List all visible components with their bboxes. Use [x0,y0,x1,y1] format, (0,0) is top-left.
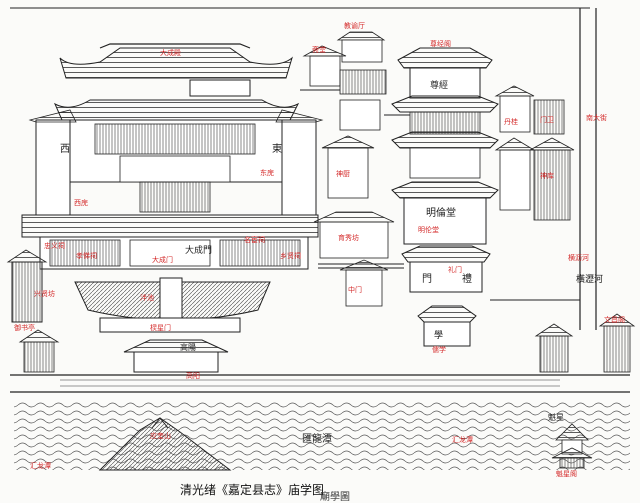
map-frame [10,7,630,393]
wenchang-pavilion [534,313,636,373]
label-yingkui-shan: 应奎山 [150,431,171,440]
minglun-hall-compound: 尊經 明倫堂 門 禮 學 [302,31,575,347]
label-nan-jie: 南大街 [586,113,607,122]
kuixing-pavilion: 魁星 [548,412,593,469]
label-jiaoxiao-ci: 孝悌祠 [76,251,97,260]
label-zhongmen: 中门 [348,285,362,294]
label-dacheng-dian: 大成殿 [160,48,181,57]
street-fence [60,379,560,387]
hengli-ink: 橫瀝河 [576,273,603,285]
huilong-ink: 匯龍潭 [302,432,332,445]
label-yushu-ting: 御书亭 [14,323,35,332]
label-zunjing-ge: 尊经阁 [430,39,451,48]
label-xiangxian-ci: 乡贤祠 [280,251,301,260]
label-xingxing-ting: 兴贤坊 [34,289,55,298]
zunjing-glyph: 尊經 [430,79,448,91]
label-yuxiu-ting: 育秀坊 [338,233,359,242]
east-wing-glyph: 東 [272,142,282,155]
label-xiwu: 西庑 [74,198,88,207]
gaoyang-ink: 高陽 [180,342,196,352]
label-heng-jie: 横沥河 [568,253,589,262]
map-caption-note: 廟學圖 [320,490,350,503]
label-ruxue-men: 儒学 [432,345,446,354]
dacheng-gate-ink: 大成門 [185,244,212,256]
gaoyang-gate: 高陽 [18,329,229,373]
kuixing-ink: 魁星 [548,412,564,422]
label-zhaitang: 斋堂 [312,45,326,54]
label-shenchu: 神厨 [336,169,350,178]
label-lingxing-men: 棂星门 [150,323,171,332]
label-huilong-tan-left: 汇龙潭 [30,461,51,470]
xue-ink: 學 [434,329,443,341]
label-pan-chi: 泮池 [140,293,154,302]
label-huilong-tan-right: 汇龙潭 [452,435,473,444]
label-menwei: 门卫 [540,115,554,124]
huilong-pond: 匯龍潭 [14,400,630,470]
label-dongwu: 东庑 [260,168,274,177]
label-shenku: 神库 [540,171,554,180]
label-zhongyi-ci: 忠义祠 [44,241,65,250]
label-jiaoyu-ting: 教谕厅 [344,21,365,30]
label-kuixing-ge: 魁星阁 [556,469,577,478]
label-mingyi-tang: 明伦堂 [418,225,439,234]
label-wenchang-ge: 文昌阁 [604,315,625,324]
label-dacheng-men: 大成门 [152,255,173,264]
label-lixin-men: 礼门 [448,265,462,274]
label-dangui: 丹桂 [504,117,518,126]
west-wing-glyph: 西 [60,144,70,155]
men-ink: 門 [422,273,432,285]
minglun-ink: 明倫堂 [426,206,456,219]
dacheng-hall-compound: 西 東 大成門 [6,43,324,333]
label-gaoyang: 高阳 [186,371,200,380]
connecting-walls [300,89,580,301]
li-ink: 禮 [462,272,472,285]
map-caption: 清光绪《嘉定县志》庙学图 [180,482,324,497]
yingkui-hill [98,417,232,471]
label-minghuan-ci: 名宦祠 [244,235,265,244]
